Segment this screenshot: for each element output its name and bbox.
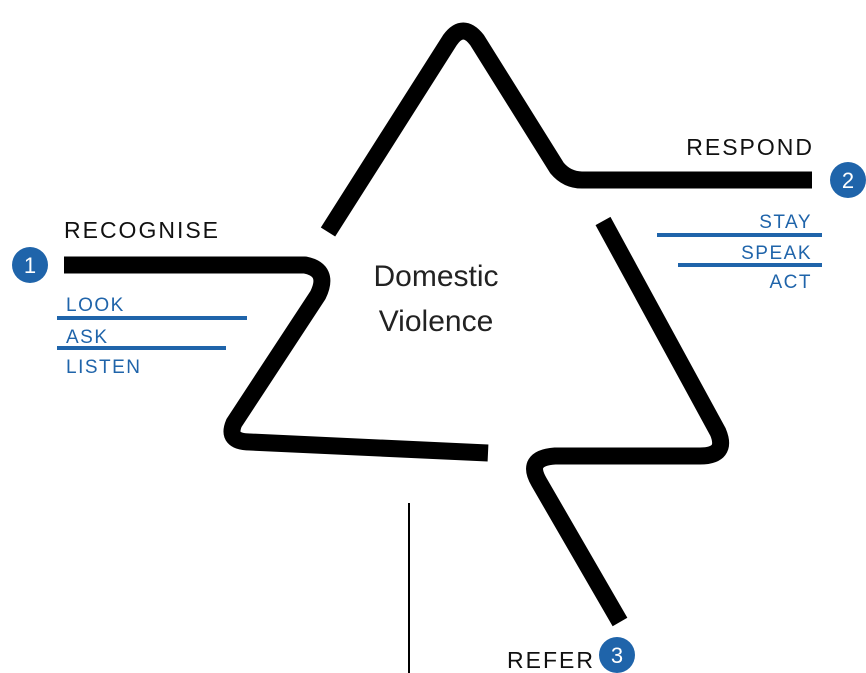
step-3-number: 3 xyxy=(611,643,623,668)
step-1-action-look: LOOK xyxy=(66,295,125,316)
step-2-action-act: ACT xyxy=(770,272,813,293)
step-2-badge-icon xyxy=(830,162,866,198)
triangle-path xyxy=(64,22,812,627)
step-refer: REFER 3 xyxy=(507,637,635,673)
triangle-right-segment xyxy=(526,216,730,627)
triangle-left-segment xyxy=(64,256,489,462)
step-2-number: 2 xyxy=(842,168,854,193)
step-1-badge-icon xyxy=(12,247,48,283)
step-1-number: 1 xyxy=(24,253,36,278)
step-1-action-ask: ASK xyxy=(66,327,109,348)
center-label-line1: Domestic xyxy=(373,260,498,293)
step-2-action-speak: SPEAK xyxy=(741,243,812,264)
step-2-title: RESPOND xyxy=(686,134,814,160)
step-1-title: RECOGNISE xyxy=(64,217,220,243)
step-2-action-stay: STAY xyxy=(759,212,812,233)
step-respond: 2 RESPOND STAY SPEAK ACT xyxy=(657,134,866,293)
step-1-action-listen: LISTEN xyxy=(66,357,142,378)
step-3-title: REFER xyxy=(507,647,595,673)
center-label-line2: Violence xyxy=(379,305,494,338)
step-recognise: 1 RECOGNISE LOOK ASK LISTEN xyxy=(12,217,247,378)
triangle-top-left-segment xyxy=(320,22,812,237)
step-3-badge-icon xyxy=(599,637,635,673)
